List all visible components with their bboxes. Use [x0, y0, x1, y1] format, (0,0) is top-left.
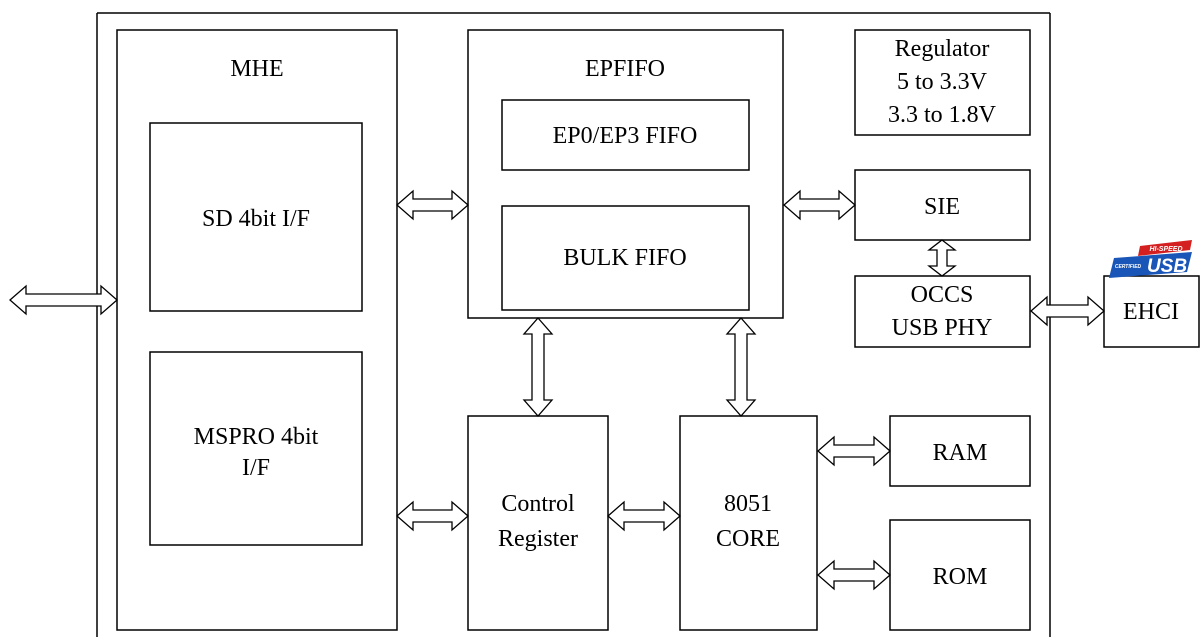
- occs-label-line2: USB PHY: [892, 315, 993, 341]
- core-8051-label-line1: 8051: [724, 491, 772, 517]
- ram-label: RAM: [933, 440, 988, 466]
- ram-block: RAM: [889, 415, 1031, 487]
- core-ram-arrow: [817, 435, 891, 467]
- mspro-interface-label-line2: I/F: [242, 455, 270, 481]
- control-register-label-line2: Register: [498, 526, 578, 552]
- external-bus-arrow: [9, 284, 118, 316]
- bulk-fifo-block: BULK FIFO: [501, 205, 750, 311]
- sd-interface-block: SD 4bit I/F: [149, 122, 363, 312]
- control-register-core-arrow: [607, 500, 681, 532]
- epfifo-label: EPFIFO: [585, 56, 665, 82]
- mspro-interface-block: MSPRO 4bit I/F: [149, 351, 363, 546]
- ehci-block: EHCI: [1103, 275, 1200, 348]
- ehci-label: EHCI: [1123, 299, 1179, 325]
- sie-label: SIE: [924, 194, 960, 220]
- epfifo-control-register-arrow: [522, 317, 554, 417]
- arrows: [9, 189, 1105, 591]
- mhe-control-register-arrow: [396, 500, 469, 532]
- sd-interface-label: SD 4bit I/F: [202, 206, 310, 232]
- usb-hispeed-logo: HI-SPEED CERTIFIED USB: [1109, 240, 1192, 278]
- sie-occs-arrow: [927, 239, 957, 277]
- rom-label: ROM: [933, 564, 988, 590]
- core-rom-arrow: [817, 559, 891, 591]
- control-register-label-line1: Control: [501, 491, 575, 517]
- core-8051-block: 8051 CORE: [679, 415, 818, 631]
- regulator-block: Regulator 5 to 3.3V 3.3 to 1.8V: [854, 29, 1031, 136]
- sie-block: SIE: [854, 169, 1031, 241]
- occs-usb-phy-block: OCCS USB PHY: [854, 275, 1031, 348]
- mhe-label: MHE: [230, 56, 283, 82]
- core-8051-label-line2: CORE: [716, 526, 780, 552]
- mspro-interface-label-line1: MSPRO 4bit: [194, 424, 319, 450]
- occs-ehci-arrow: [1030, 295, 1105, 327]
- bulk-fifo-label: BULK FIFO: [563, 245, 686, 271]
- epfifo-core-arrow: [725, 317, 757, 417]
- control-register-block: Control Register: [467, 415, 609, 631]
- epfifo-sie-arrow: [783, 189, 856, 221]
- ep0-ep3-fifo-label: EP0/EP3 FIFO: [553, 123, 698, 149]
- logo-hispeed-text: HI-SPEED: [1149, 246, 1182, 253]
- regulator-label-line2: 5 to 3.3V: [897, 69, 988, 95]
- logo-certified-text: CERTIFIED: [1115, 264, 1142, 270]
- regulator-label-line1: Regulator: [895, 36, 990, 62]
- regulator-label-line3: 3.3 to 1.8V: [888, 102, 997, 128]
- chip-outline: [96, 12, 1051, 637]
- occs-label-line1: OCCS: [911, 282, 974, 308]
- ep0-ep3-fifo-block: EP0/EP3 FIFO: [501, 99, 750, 171]
- logo-usb-text: USB: [1147, 256, 1187, 277]
- rom-block: ROM: [889, 519, 1031, 631]
- mhe-epfifo-arrow: [396, 189, 469, 221]
